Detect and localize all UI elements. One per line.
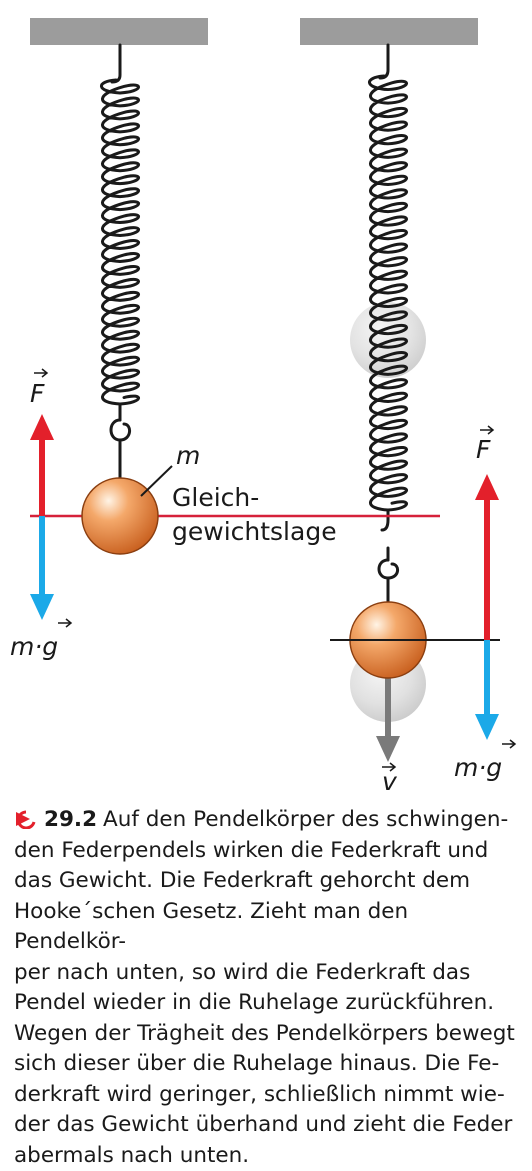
- weight-label-left: m·g: [10, 619, 71, 661]
- velocity-label: v: [382, 763, 398, 790]
- svg-text:m·g: m·g: [10, 632, 58, 661]
- force-arrow-left: [30, 414, 54, 516]
- weight-arrow-right: [475, 640, 499, 740]
- caption-text-line-8: derkraft wird geringer, schließlich nimm…: [14, 1080, 524, 1111]
- mass-leader-line: [141, 466, 172, 496]
- force-label-left: F: [30, 369, 47, 408]
- play-circle-icon: [14, 809, 40, 829]
- caption-text-line-9: der das Gewicht überhand und zieht die F…: [14, 1110, 524, 1141]
- caption-text-line-1: den Federpendels wirken die Federkraft u…: [14, 836, 524, 867]
- caption-text-line-2: das Gewicht. Die Federkraft gehorcht dem: [14, 866, 524, 897]
- equilibrium-label-1: Gleich-: [172, 483, 259, 512]
- equilibrium-label-2: gewichtslage: [172, 517, 337, 546]
- ceiling-right: [300, 18, 478, 45]
- spring-pendulum-diagram: m Gleich- gewichtslage F m·g v F: [0, 0, 532, 790]
- caption-text-line-0: Auf den Pendelkörper des schwingen-: [103, 807, 508, 832]
- svg-text:m·g: m·g: [454, 753, 502, 782]
- svg-text:F: F: [476, 435, 491, 464]
- svg-text:F: F: [30, 379, 45, 408]
- caption-text-line-7: sich dieser über die Ruhelage hinaus. Di…: [14, 1049, 524, 1080]
- caption-text-line-3: Hooke´schen Gesetz. Zieht man den Pendel…: [14, 897, 524, 958]
- weight-arrow-left: [30, 516, 54, 620]
- ceiling-left: [30, 18, 208, 45]
- caption-text-line-6: Wegen der Trägheit des Pendelkörpers bew…: [14, 1019, 524, 1050]
- mass-label: m: [176, 441, 200, 470]
- caption-text-line-10: abermals nach unten.: [14, 1141, 524, 1171]
- weight-label-right: m·g: [454, 740, 515, 782]
- force-arrow-right: [475, 474, 499, 640]
- force-label-right: F: [476, 426, 493, 464]
- caption-text-line-5: Pendel wieder in die Ruhelage zurückführ…: [14, 988, 524, 1019]
- spring-left: [101, 45, 138, 480]
- caption-text-line-4: per nach unten, so wird die Federkraft d…: [14, 958, 524, 989]
- caption-number: 29.2: [44, 807, 97, 832]
